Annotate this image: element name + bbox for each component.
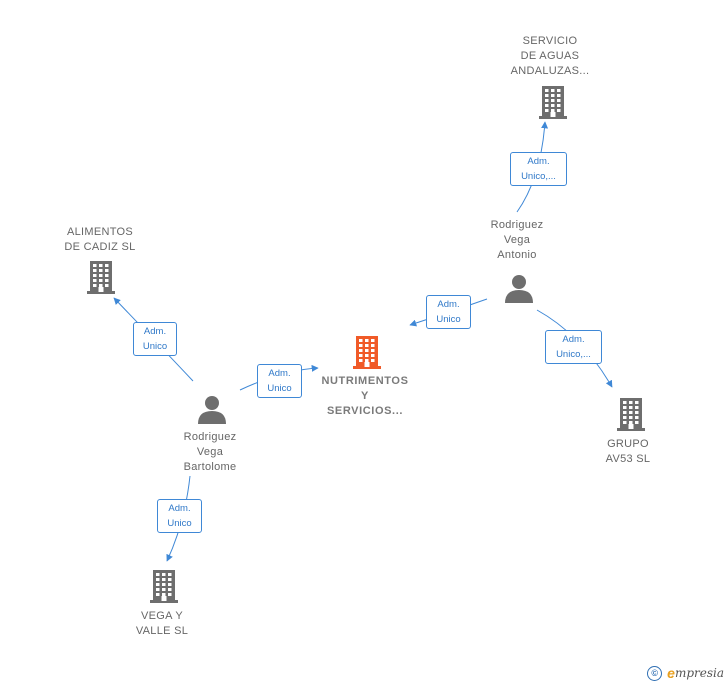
relation-antonio-center[interactable]: Adm. Unico (426, 295, 471, 329)
company-label-alimentos-cadiz[interactable]: ALIMENTOS DE CADIZ SL (64, 226, 136, 253)
company-label-center[interactable]: NUTRIMENTOS Y SERVICIOS... (321, 375, 409, 417)
building-icon-alimentos-cadiz[interactable] (85, 260, 117, 294)
person-icon-bartolome[interactable] (196, 393, 228, 425)
person-icon-antonio[interactable] (503, 272, 535, 304)
relation-antonio-servicio[interactable]: Adm. Unico,... (510, 152, 567, 186)
building-icon-grupo-av53[interactable] (615, 397, 647, 431)
relation-bartolome-vega[interactable]: Adm. Unico (157, 499, 202, 533)
brand-name: mpresia (674, 666, 724, 680)
building-icon-vega-valle[interactable] (148, 569, 180, 603)
building-shape (353, 336, 381, 369)
relation-antonio-grupo[interactable]: Adm. Unico,... (545, 330, 602, 364)
person-label-bartolome[interactable]: Rodriguez Vega Bartolome (183, 431, 237, 473)
company-label-vega-valle[interactable]: VEGA Y VALLE SL (135, 610, 189, 637)
company-label-servicio-aguas[interactable]: SERVICIO DE AGUAS ANDALUZAS... (510, 35, 590, 77)
relation-bartolome-alimentos[interactable]: Adm. Unico (133, 322, 177, 356)
building-icon-center[interactable] (351, 335, 383, 369)
brand-initial: e (667, 665, 675, 681)
person-label-antonio[interactable]: Rodriguez Vega Antonio (490, 219, 544, 261)
company-label-grupo-av53[interactable]: GRUPO AV53 SL (605, 438, 651, 465)
copyright-icon: © (647, 665, 663, 681)
relation-bartolome-center[interactable]: Adm. Unico (257, 364, 302, 398)
building-icon-servicio-aguas[interactable] (537, 85, 569, 119)
